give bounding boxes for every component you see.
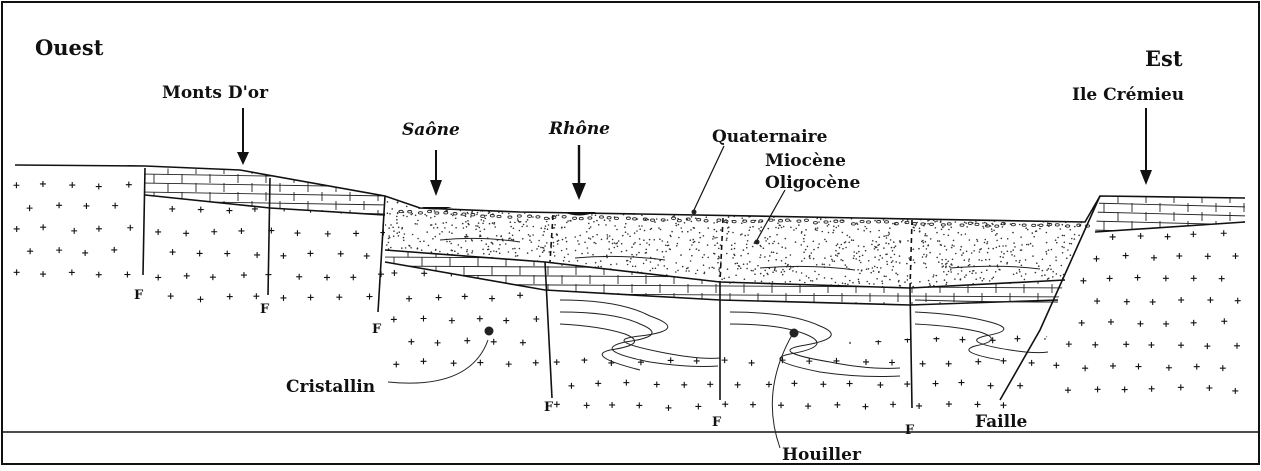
- limestone-bricks: [140, 165, 1250, 311]
- label-faille: Faille: [975, 412, 1028, 432]
- sand-stipple: [385, 195, 1086, 289]
- label-houiller: Houiller: [782, 445, 862, 465]
- label-oligocene: Oligocène: [765, 173, 860, 193]
- label-ile-cremieu: Ile Crémieu: [1072, 85, 1184, 105]
- location-arrows: [237, 108, 1152, 200]
- oligocene-lenses: [440, 238, 1040, 270]
- label-miocene: Miocène: [765, 151, 846, 171]
- basin-limestone-base: [385, 262, 1058, 305]
- crystalline-crosses: [13, 181, 1240, 411]
- leader-lines: [388, 146, 799, 448]
- label-rhone: Rhône: [548, 119, 610, 139]
- fault-marker-4: F: [544, 400, 554, 415]
- fault-marker-3: F: [372, 322, 382, 337]
- label-east: Est: [1145, 46, 1183, 71]
- fault-marker-6: F: [905, 423, 915, 438]
- label-monts-dor: Monts D'or: [162, 83, 269, 103]
- ground-surface: [15, 165, 1245, 222]
- label-cristallin: Cristallin: [286, 377, 375, 397]
- frame: [2, 2, 1259, 464]
- east-limestone-base: [1095, 222, 1245, 232]
- fault-marker-2: F: [260, 302, 270, 317]
- basin-limestone-top: [385, 250, 1065, 288]
- label-saone: Saône: [402, 120, 460, 140]
- faults: [143, 168, 1100, 408]
- label-quaternaire: Quaternaire: [712, 127, 828, 147]
- fault-marker-5: F: [712, 415, 722, 430]
- houiller-folds: [560, 300, 1058, 377]
- west-limestone-base: [145, 195, 385, 215]
- fault-marker-1: F: [134, 288, 144, 303]
- label-west: Ouest: [35, 35, 104, 60]
